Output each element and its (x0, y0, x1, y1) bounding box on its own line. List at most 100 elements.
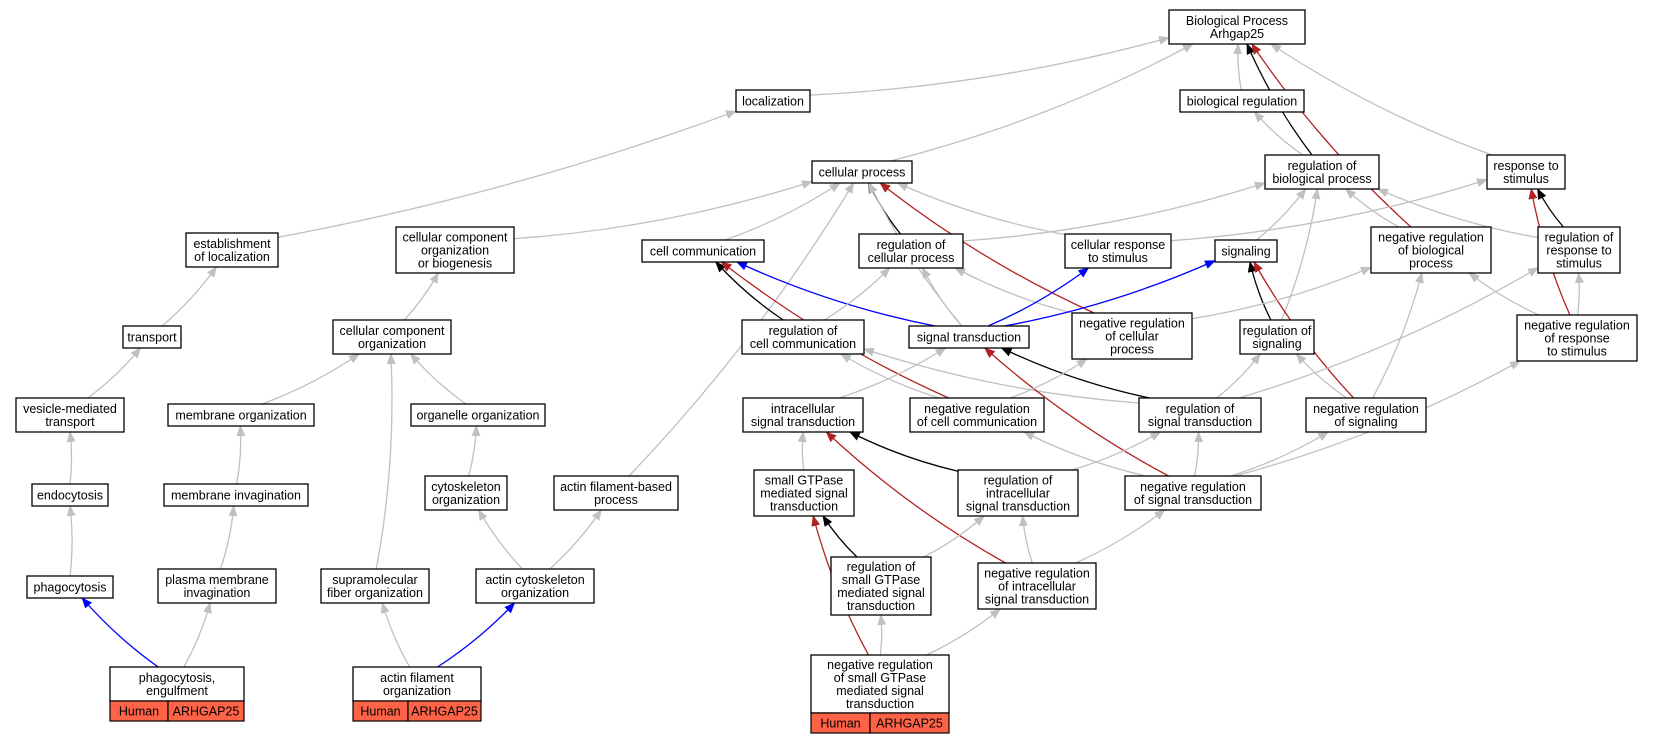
node-label-line: plasma membrane (165, 573, 269, 587)
annotation-gene-cell (167, 700, 245, 722)
node-biolreg[interactable]: biological regulation (1179, 89, 1305, 113)
node-label-line: actin filament-based (560, 480, 672, 494)
node-label-line: mediated signal (837, 586, 925, 600)
node-cellcomm[interactable]: cell communication (641, 239, 765, 263)
node-label: transport (127, 331, 177, 345)
edge-regintra-to-intra (849, 431, 959, 472)
node-label-line: cell communication (650, 245, 756, 259)
node-label-line: cellular response (1071, 238, 1166, 252)
node-label-line: small GTPase (842, 573, 921, 587)
node-label-line: regulation of (1243, 324, 1312, 338)
edge-regsigtrans-to-regsig (1216, 353, 1261, 399)
node-label: organelle organization (416, 409, 539, 423)
node-sigtrans[interactable]: signal transduction (908, 325, 1030, 349)
node-box (332, 319, 452, 355)
node-label-line: of localization (194, 250, 270, 264)
node-label-line: signal transduction (966, 500, 1070, 514)
node-organelle[interactable]: organelle organization (410, 403, 546, 427)
node-box (15, 397, 125, 433)
node-label-line: regulation of (1166, 402, 1235, 416)
node-label-line: establishment (193, 237, 271, 251)
node-endo[interactable]: endocytosis (31, 483, 109, 507)
edge-negregsmall-to-negregintra (926, 608, 1001, 656)
edge-cytoorg-to-organelle (467, 425, 481, 477)
node-label-line: process (1409, 257, 1453, 271)
edge-transport-to-estloc (161, 266, 217, 327)
node-label-line: transduction (770, 500, 838, 514)
edge-negregbio-to-regbio (1345, 188, 1400, 228)
edge-negregintra-to-regintra (1019, 515, 1033, 564)
node-label-line: organization (358, 337, 426, 351)
node-cellproc[interactable]: cellular process (811, 160, 913, 184)
edge-resp-to-root (1270, 43, 1493, 156)
node-label-line: or biogenesis (418, 257, 492, 271)
node-box (1138, 397, 1262, 433)
node-membrane[interactable]: membrane organization (167, 403, 315, 427)
node-label: signaling (1221, 245, 1270, 259)
node-label-line: of signal transduction (1134, 493, 1252, 507)
node-box (1239, 319, 1315, 355)
node-transport[interactable]: transport (122, 325, 182, 349)
edge-phago-to-endo (66, 505, 76, 577)
node-label-line: biological regulation (1187, 95, 1298, 109)
node-phago[interactable]: phagocytosis (26, 575, 114, 599)
node-box (1179, 89, 1305, 113)
node-engulf[interactable]: phagocytosis,engulfment (109, 666, 245, 702)
node-label-line: membrane invagination (171, 489, 301, 503)
node-label-line: organization (501, 586, 569, 600)
edge-regcomm-to-regcell (823, 267, 891, 321)
node-box (109, 666, 245, 702)
node-box (163, 483, 309, 507)
node-localization[interactable]: localization (735, 89, 811, 113)
annotation-gene: ARHGAP25 (411, 705, 478, 719)
node-label-line: Arhgap25 (1210, 27, 1264, 41)
node-meminv[interactable]: membrane invagination (163, 483, 309, 507)
node-signaling[interactable]: signaling (1214, 239, 1278, 263)
node-label-line: cellular process (819, 166, 906, 180)
node-label: cell communication (650, 245, 756, 259)
node-label-line: negative regulation (1378, 231, 1484, 245)
